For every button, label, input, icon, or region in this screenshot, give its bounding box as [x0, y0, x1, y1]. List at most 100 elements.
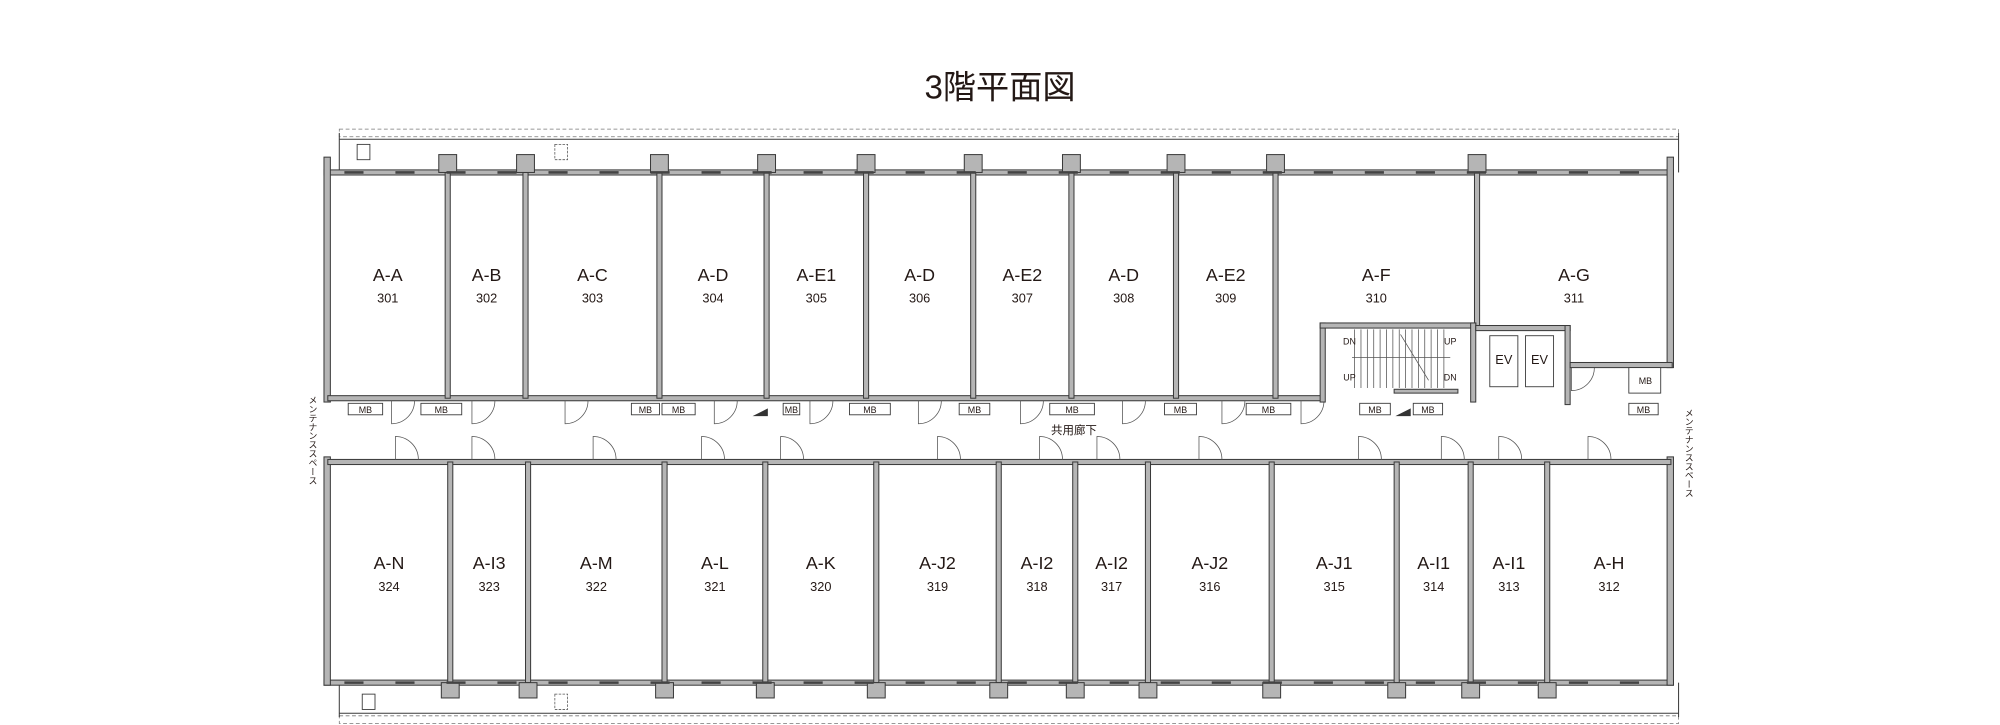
room-type-label: A-D — [698, 265, 729, 285]
door[interactable] — [1122, 400, 1146, 425]
door[interactable] — [917, 400, 942, 425]
room-number-label: 321 — [704, 579, 725, 594]
door[interactable] — [937, 436, 961, 460]
maintenance-space-label-left: メンテナンススペース — [307, 396, 317, 485]
door[interactable] — [1096, 436, 1121, 460]
mb-box: MB — [849, 402, 891, 416]
mb-box: MB — [958, 402, 991, 416]
elevator[interactable] — [1525, 335, 1555, 388]
door[interactable] — [564, 400, 589, 425]
corridor-label: 共用廊下 — [1051, 423, 1097, 437]
door[interactable] — [1571, 367, 1595, 391]
door[interactable] — [1198, 436, 1223, 460]
column — [516, 154, 535, 173]
room-303[interactable]: A-C 303 — [577, 265, 608, 306]
door[interactable] — [713, 400, 738, 425]
door[interactable] — [471, 400, 496, 425]
partition-wall — [661, 461, 668, 684]
room-type-label: A-J2 — [919, 553, 956, 573]
door[interactable] — [1440, 436, 1465, 460]
room-type-label: A-N — [374, 553, 405, 573]
door[interactable] — [395, 436, 419, 460]
room-number-label: 303 — [582, 291, 603, 306]
door[interactable] — [1039, 436, 1063, 460]
door[interactable] — [809, 400, 834, 425]
door[interactable] — [701, 436, 725, 460]
mb-label: MB — [1637, 405, 1650, 415]
partition-wall — [525, 461, 532, 684]
door[interactable] — [1498, 436, 1523, 460]
column — [1387, 682, 1407, 699]
plan-title: 3階平面図 — [924, 69, 1075, 106]
column — [1266, 154, 1285, 173]
partition-wall — [1268, 461, 1275, 684]
room-number-label: 313 — [1498, 579, 1519, 594]
door[interactable] — [592, 436, 617, 460]
column — [989, 682, 1009, 699]
partition-wall — [763, 171, 770, 399]
room-number-label: 301 — [377, 291, 398, 306]
door[interactable] — [1587, 436, 1612, 460]
column — [1166, 154, 1186, 173]
door[interactable] — [780, 436, 804, 460]
room-type-label: A-C — [577, 265, 608, 285]
room-type-label: A-L — [701, 553, 729, 573]
mb-box: MB — [420, 402, 463, 416]
door[interactable] — [1300, 400, 1325, 425]
door[interactable] — [1020, 400, 1044, 425]
mb-label: MB — [639, 405, 652, 415]
room-number-label: 317 — [1101, 579, 1122, 594]
walls — [344, 154, 1640, 699]
elevator-hall: EV EV MB — [1475, 325, 1673, 406]
room-number-label: 305 — [806, 291, 827, 306]
partition-wall — [970, 171, 977, 399]
column — [1138, 682, 1158, 699]
mb-box: MB — [661, 402, 696, 416]
door[interactable] — [1358, 436, 1382, 460]
mb-label: MB — [1421, 405, 1434, 415]
mb-box: MB — [1628, 402, 1659, 416]
mb-box: MB — [1164, 402, 1197, 416]
door[interactable] — [391, 400, 415, 425]
room-number-label: 312 — [1598, 579, 1619, 594]
mb-label: MB — [785, 405, 798, 415]
column — [1065, 682, 1085, 699]
room-number-label: 307 — [1012, 291, 1033, 306]
mb-box: MB — [1412, 402, 1444, 416]
room-321[interactable]: A-L 321 — [701, 553, 729, 594]
partition-wall — [1467, 461, 1474, 684]
mb-label: MB — [1065, 405, 1078, 415]
mb-label: MB — [968, 405, 981, 415]
door[interactable] — [1221, 400, 1246, 425]
drain-icon — [554, 693, 568, 710]
door[interactable] — [471, 436, 496, 460]
partition-wall — [863, 171, 870, 399]
elevator[interactable] — [1489, 335, 1519, 388]
room-number-label: 314 — [1423, 579, 1444, 594]
column — [650, 154, 669, 173]
partition-wall — [444, 171, 451, 399]
